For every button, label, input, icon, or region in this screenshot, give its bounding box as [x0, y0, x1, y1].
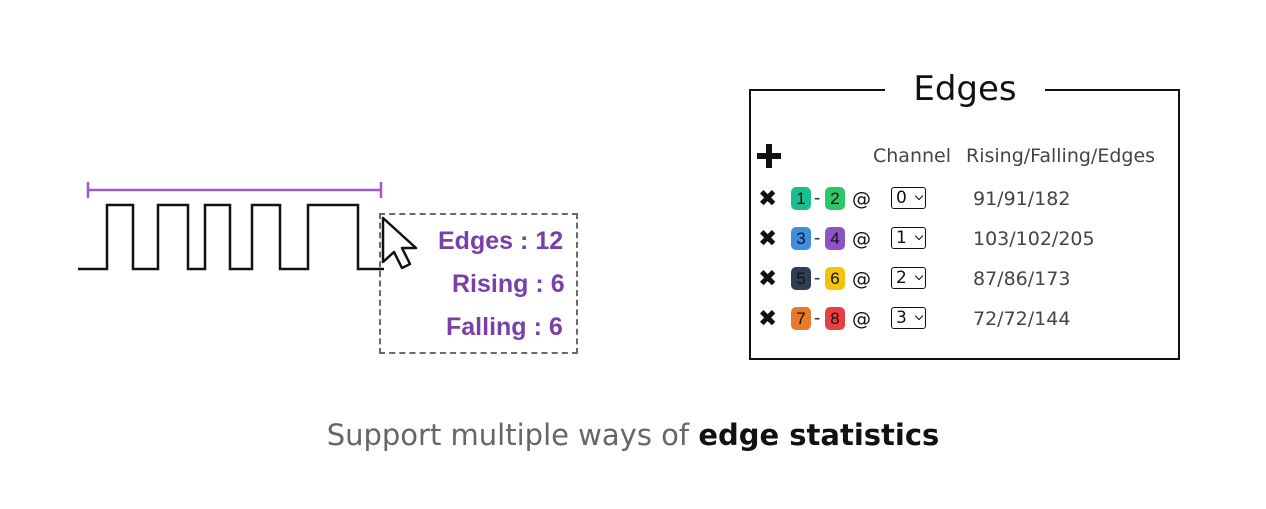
probe-badge-from: 3: [791, 227, 811, 250]
chevron-down-icon: [914, 311, 924, 321]
caption: Support multiple ways of edge statistics: [0, 418, 1266, 452]
edge-stats: 87/86/173: [973, 268, 1071, 290]
channel-select[interactable]: 3: [891, 307, 926, 329]
edge-stats: 91/91/182: [973, 188, 1071, 210]
edge-stats: 72/72/144: [973, 308, 1071, 330]
edge-stats: 103/102/205: [973, 228, 1095, 250]
range-dash: -: [814, 308, 821, 329]
probe-badge-to: 6: [825, 267, 845, 290]
tooltip-falling: Falling:6: [446, 313, 563, 341]
column-header-stats: Rising/Falling/Edges: [966, 145, 1156, 167]
probe-badge-to: 8: [825, 307, 845, 330]
panel-title: Edges: [885, 66, 1045, 112]
edge-row: ✖ 3-4 @1 103/102/205: [758, 226, 1168, 252]
chevron-down-icon: [914, 271, 924, 281]
column-header-channel: Channel: [873, 145, 952, 167]
channel-select[interactable]: 1: [891, 227, 926, 249]
tooltip-edges: Edges:12: [438, 227, 564, 255]
plus-icon[interactable]: [757, 144, 781, 168]
channel-value: 0: [896, 188, 907, 208]
channel-select[interactable]: 2: [891, 267, 926, 289]
channel-value: 3: [896, 308, 907, 328]
delete-icon[interactable]: ✖: [758, 306, 778, 332]
probe-badge-to: 2: [825, 187, 845, 210]
probe-badge-from: 5: [791, 267, 811, 290]
chevron-down-icon: [914, 231, 924, 241]
mouse-cursor-icon: [381, 216, 418, 270]
channel-value: 2: [896, 268, 907, 288]
tooltip-rising: Rising:6: [452, 270, 565, 298]
range-dash: -: [814, 188, 821, 209]
at-sign: @: [852, 268, 871, 290]
edge-row: ✖ 7-8 @3 72/72/144: [758, 306, 1168, 332]
measure-bracket: [86, 182, 383, 198]
delete-icon[interactable]: ✖: [758, 186, 778, 212]
edge-row: ✖ 5-6 @2 87/86/173: [758, 266, 1168, 292]
delete-icon[interactable]: ✖: [758, 226, 778, 252]
caption-text: Support multiple ways of: [326, 418, 699, 452]
at-sign: @: [852, 308, 871, 330]
probe-badge-to: 4: [825, 227, 845, 250]
pulse-waveform: [78, 203, 384, 271]
edge-row: ✖ 1-2 @0 91/91/182: [758, 186, 1168, 212]
probe-badge-from: 7: [791, 307, 811, 330]
caption-emphasis: edge statistics: [698, 418, 940, 452]
range-dash: -: [814, 268, 821, 289]
at-sign: @: [852, 188, 871, 210]
range-dash: -: [814, 228, 821, 249]
channel-value: 1: [896, 228, 907, 248]
edge-tooltip: [379, 213, 578, 354]
channel-select[interactable]: 0: [891, 187, 926, 209]
waveform-illustration: [78, 182, 418, 271]
chevron-down-icon: [914, 191, 924, 201]
delete-icon[interactable]: ✖: [758, 266, 778, 292]
at-sign: @: [852, 228, 871, 250]
probe-badge-from: 1: [791, 187, 811, 210]
